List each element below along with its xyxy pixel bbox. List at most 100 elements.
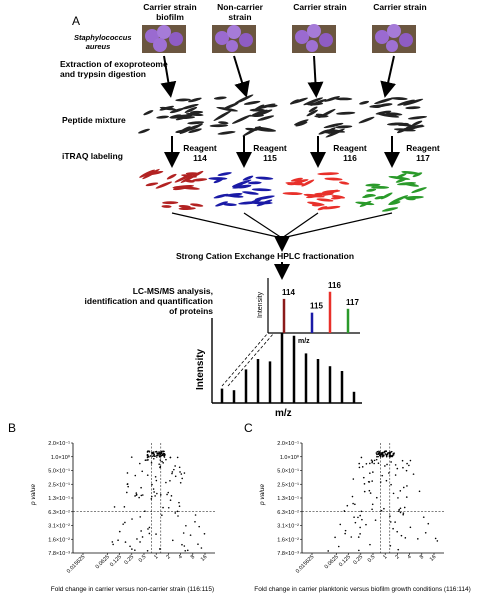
scatter-point: [117, 539, 119, 541]
column-header-2: Non-carrier strain: [217, 2, 263, 22]
scatter-point: [153, 454, 155, 457]
peptide-stroke: [358, 116, 375, 124]
scatter-point: [189, 534, 192, 536]
peptide-stroke: [257, 115, 275, 121]
labeled-peptide-stroke: [223, 203, 237, 207]
peptide-stroke: [188, 128, 202, 133]
scatter-point: [139, 541, 141, 543]
x-tick-label: 0.015625: [66, 554, 86, 574]
labeled-peptide-stroke: [178, 207, 196, 210]
scatter-point: [130, 456, 133, 458]
scatter-point: [398, 508, 401, 511]
scatter-point: [141, 494, 144, 496]
y-tick-label: 1.3×10⁻¹: [277, 496, 299, 502]
scatter-point: [424, 531, 427, 534]
labeled-peptide-stroke: [402, 182, 420, 187]
inset-peak-label-115: 115: [310, 302, 323, 311]
labeled-peptide-stroke: [180, 174, 198, 183]
scatter-point: [359, 533, 361, 535]
labeled-peptide-stroke: [213, 178, 224, 184]
scatter-point: [178, 501, 180, 504]
peptide-stroke: [411, 120, 423, 126]
scatter-point: [371, 503, 374, 506]
scatter-point: [162, 462, 164, 464]
scatter-point: [368, 481, 371, 483]
labeled-peptide-stroke: [301, 179, 315, 187]
scatter-point: [126, 483, 129, 486]
y-tick-label: 2.5×10⁻¹: [48, 482, 70, 488]
y-tick-label: 7.8×10⁻³: [277, 551, 299, 557]
scatter-point: [365, 462, 368, 465]
scatter-point: [152, 452, 155, 455]
step-peptide-mixture: Peptide mixture: [62, 115, 126, 125]
peptide-stroke: [249, 108, 265, 112]
scatter-point: [141, 470, 144, 473]
scatter-point: [389, 515, 391, 517]
scatter-point: [369, 492, 372, 494]
scatter-point: [151, 483, 153, 486]
y-tick-label: 2.0×10⁻¹: [277, 441, 299, 447]
scatter-point: [156, 492, 158, 495]
peptide-stroke: [169, 108, 184, 114]
scatter-point: [147, 459, 149, 461]
scatter-point: [378, 452, 380, 455]
x-tick-label: 0.125: [338, 554, 352, 568]
inset-xlabel: m/z: [298, 338, 310, 345]
peptide-stroke: [405, 124, 424, 131]
scatter-point: [359, 526, 361, 529]
peptide-stroke: [315, 113, 327, 117]
scatter-point: [394, 474, 397, 476]
scatter-point: [361, 518, 363, 521]
scatter-point: [183, 545, 186, 547]
scatter-point: [362, 476, 365, 479]
scatter-point: [386, 453, 389, 456]
y-tick-label: 6.3×10⁻²: [277, 510, 299, 516]
scatter-point: [161, 460, 163, 463]
inset-peak-label-117: 117: [346, 298, 359, 307]
scatter-point: [178, 466, 181, 469]
scatter-point: [371, 461, 373, 464]
labeled-peptide-stroke: [365, 183, 381, 187]
peptide-stroke: [217, 131, 236, 135]
scatter-point: [371, 508, 373, 511]
scatter-point: [174, 465, 176, 467]
x-tick-label: 4: [178, 554, 184, 560]
x-tick-label: 0.5: [138, 554, 148, 564]
scatter-point: [365, 523, 367, 526]
peptide-stroke: [397, 127, 409, 134]
scatter-point: [159, 459, 162, 461]
scatter-point: [174, 512, 177, 514]
scatter-point: [383, 451, 385, 454]
reagent-3: Reagent 116: [333, 143, 367, 163]
scatter-point: [179, 481, 182, 484]
scatter-point: [150, 452, 153, 454]
scatter-point: [385, 455, 388, 458]
scatter-point: [184, 549, 187, 552]
scatter-point: [146, 451, 149, 453]
labeled-peptide-stroke: [395, 173, 407, 179]
x-tick-label: 0.5: [367, 554, 377, 564]
scatter-point: [163, 450, 165, 453]
scatter-point: [171, 539, 174, 542]
labeled-peptide-stroke: [389, 195, 409, 204]
x-tick-label: 2: [394, 554, 400, 560]
scatter-point: [375, 452, 378, 454]
step-lcms: LC-MS/MS analysis, identification and qu…: [84, 286, 213, 316]
scatter-point: [147, 528, 149, 530]
scatter-point: [375, 496, 378, 499]
scatter-point: [369, 462, 371, 465]
scatter-point: [381, 455, 384, 458]
scatter-point: [354, 521, 357, 524]
scatter-point: [176, 456, 179, 459]
scatter-point: [436, 540, 439, 542]
labeled-peptide-stroke: [174, 173, 195, 183]
scatter-point: [409, 459, 412, 462]
scatter-point: [385, 479, 388, 482]
labeled-peptide-stroke: [242, 191, 259, 195]
scatter-point: [167, 506, 170, 509]
scatter-point: [148, 450, 150, 452]
peptide-stroke: [325, 128, 345, 138]
peptide-stroke: [291, 97, 308, 105]
panel-c-xlabel: Fold change in carrier planktonic versus…: [254, 586, 471, 593]
scatter-point: [376, 450, 379, 453]
